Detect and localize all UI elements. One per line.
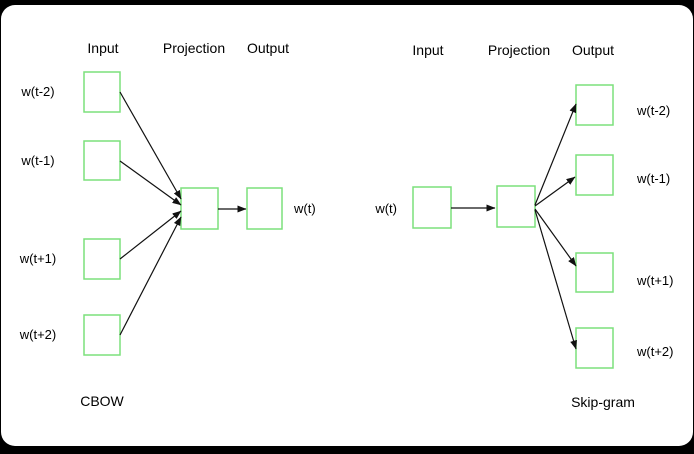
skipgram-projection-box	[496, 185, 536, 228]
skipgram-output-box-1	[575, 84, 614, 126]
cbow-output-box	[246, 187, 283, 230]
skipgram-header-input: Input	[412, 42, 443, 58]
cbow-input-box-1	[83, 71, 121, 113]
skipgram-input-label: w(t)	[374, 201, 397, 216]
cbow-header-output: Output	[247, 40, 289, 56]
skipgram-arrow-output1	[534, 103, 577, 206]
cbow-arrow-input2	[119, 160, 182, 206]
cbow-diagram: Input Projection Output w(t-2) w(t-1) w(…	[19, 40, 316, 409]
skipgram-title: Skip-gram	[571, 394, 635, 410]
cbow-input-label-3: w(t+1)	[19, 251, 56, 266]
skipgram-output-box-2	[575, 154, 614, 196]
skipgram-output-box-3	[575, 252, 614, 293]
cbow-output-label: w(t)	[293, 201, 316, 216]
skipgram-header-projection: Projection	[488, 42, 550, 58]
cbow-input-box-2	[83, 140, 121, 181]
cbow-projection-box	[180, 187, 219, 230]
skipgram-input-box	[412, 186, 452, 229]
cbow-arrow-input3	[119, 210, 182, 260]
skipgram-arrow-output3	[534, 208, 577, 267]
cbow-input-label-2: w(t-1)	[20, 153, 54, 168]
skipgram-output-label-1: w(t-2)	[636, 103, 670, 118]
cbow-title: CBOW	[80, 393, 124, 409]
cbow-input-label-1: w(t-2)	[20, 84, 54, 99]
skipgram-header-output: Output	[572, 42, 614, 58]
skipgram-output-label-2: w(t-1)	[636, 171, 670, 186]
skipgram-output-box-4	[575, 327, 614, 369]
skipgram-output-label-3: w(t+1)	[636, 273, 673, 288]
cbow-input-box-4	[83, 314, 121, 356]
skipgram-diagram: Input Projection Output w(t) w(t-2) w(t-…	[374, 42, 673, 410]
cbow-input-label-4: w(t+2)	[19, 327, 56, 342]
skipgram-arrow-output2	[534, 176, 576, 207]
cbow-header-input: Input	[87, 40, 118, 56]
skipgram-arrow-output4	[534, 209, 577, 350]
cbow-arrow-input4	[119, 216, 182, 336]
cbow-header-projection: Projection	[163, 40, 225, 56]
skipgram-output-label-4: w(t+2)	[636, 344, 673, 359]
cbow-input-box-3	[83, 238, 121, 280]
cbow-arrow-input1	[119, 91, 182, 200]
